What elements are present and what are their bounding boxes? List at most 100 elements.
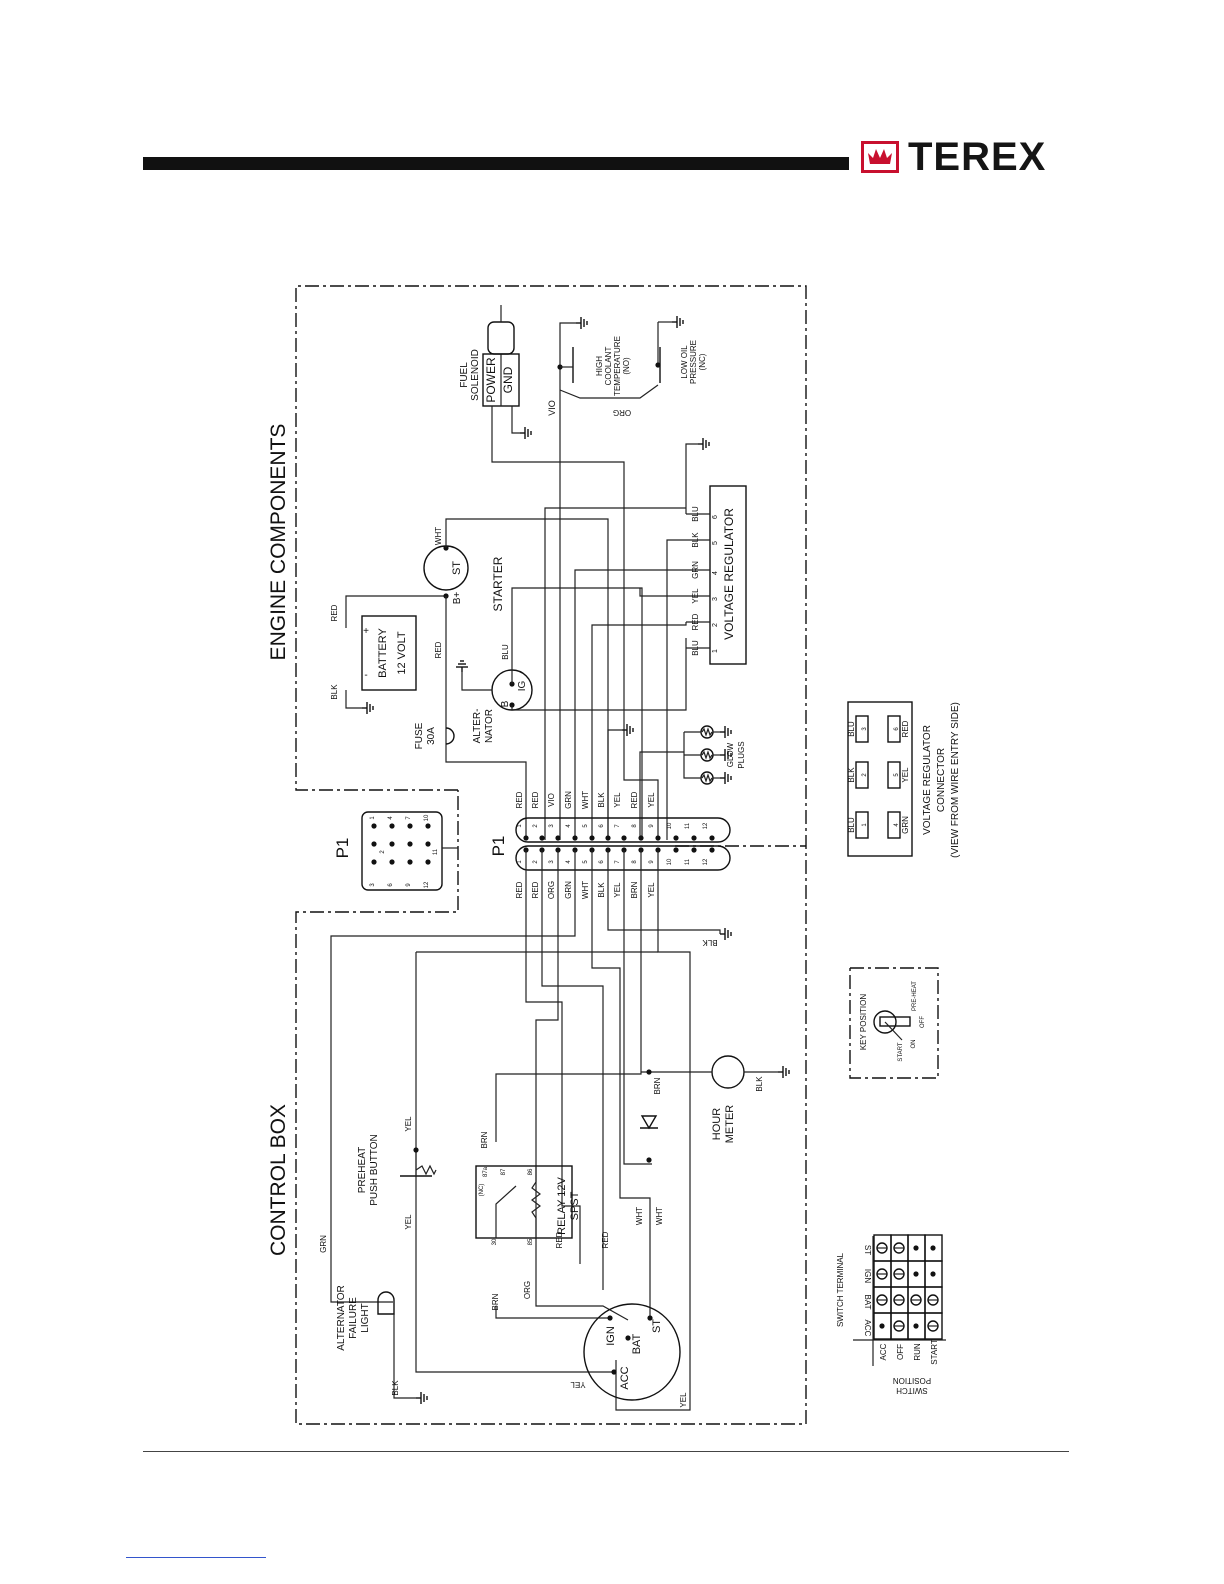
- starter-label: STARTER: [491, 556, 505, 611]
- p1-control-wire-color: BLK: [597, 882, 606, 898]
- battery-minus: -: [364, 670, 367, 681]
- vr-connector-cell: [887, 761, 901, 789]
- relay-terminal-nc: (NC): [479, 1184, 485, 1197]
- ground-icon: [720, 928, 732, 940]
- wire-yel-ctrl: [623, 850, 652, 1165]
- vr-connector-cell-color: BLU: [847, 721, 856, 737]
- switch-table-row-label: RUN: [913, 1343, 922, 1361]
- ground-icon: [456, 660, 468, 672]
- p1-pin-number: 8: [632, 824, 638, 828]
- battery-plus: +: [363, 626, 369, 637]
- fuse-label: 30A: [426, 727, 437, 745]
- vr-terminal-color: BLU: [691, 640, 700, 656]
- junction-dot: [655, 362, 661, 368]
- p1-face-pin: [389, 859, 395, 865]
- switch-table-dot: [930, 1245, 936, 1251]
- vr-connector-cell-color: GRN: [901, 816, 910, 834]
- p1-face-pin-number: 2: [380, 850, 386, 854]
- wire-vr-6: [544, 507, 686, 840]
- vr-connector-cell-number: 5: [894, 773, 900, 777]
- p1-connector-control-half: [515, 845, 731, 871]
- switch-table-cell: [924, 1234, 943, 1262]
- switch-table-title: SWITCH TERMINAL: [836, 1252, 845, 1327]
- alternator-ig: IG: [517, 681, 528, 692]
- switch-table-column: ACC: [863, 1320, 872, 1337]
- battery-label: BATTERY: [377, 627, 389, 677]
- p1-connector-engine-half: [515, 817, 731, 843]
- vr-terminal-color: BLU: [691, 506, 700, 522]
- vr-connector-cell: [855, 761, 869, 789]
- wire-battery-pos: [345, 595, 446, 628]
- alternator-b: B: [500, 700, 511, 707]
- ground-icon: [778, 1066, 790, 1078]
- alt-light-label: LIGHT: [360, 1303, 371, 1332]
- p1-engine-wire-color: YEL: [613, 792, 622, 808]
- p1-face-pin: [425, 859, 431, 865]
- relay-label: SPST: [569, 1191, 581, 1220]
- hour-meter-label: HOUR: [711, 1108, 723, 1140]
- glow-label: GLOW: [726, 742, 735, 767]
- vr-terminal-number: 6: [712, 515, 719, 519]
- p1-pin-number: 1: [517, 860, 523, 864]
- p1-pin: [523, 835, 529, 841]
- wire-label-brn: BRN: [491, 1293, 500, 1310]
- p1-face-pin: [371, 823, 377, 829]
- footer-rule: [143, 1451, 1069, 1452]
- alternator-label: NATOR: [484, 709, 495, 743]
- p1-face-pin-number: 3: [370, 883, 376, 887]
- wire-label-blk: BLK: [755, 1076, 764, 1092]
- wire-label-red: RED: [330, 604, 339, 621]
- switch-table-column: ST: [863, 1245, 872, 1255]
- wire-org: [535, 850, 629, 1321]
- p1-pin: [539, 835, 545, 841]
- key-position-border: [849, 967, 939, 1079]
- wire-label-wht: WHT: [655, 1207, 664, 1225]
- p1-pin-number: 12: [703, 822, 709, 829]
- p1-face-pin: [371, 859, 377, 865]
- wire-alt-ig: [511, 587, 643, 840]
- wire-label-blk: BLK: [702, 938, 718, 947]
- section-title-engine: ENGINE COMPONENTS: [267, 424, 290, 661]
- p1-pin-number: 5: [583, 860, 589, 864]
- p1-pin: [605, 835, 611, 841]
- ground-icon: [362, 702, 374, 714]
- p1-pin: [709, 835, 715, 841]
- wire-vr-2: [591, 622, 687, 840]
- switch-table-row-label: ACC: [879, 1343, 888, 1360]
- relay-coil: [531, 1166, 541, 1238]
- p1-pin-number: 4: [566, 860, 572, 864]
- wire-yel-3: [415, 952, 614, 1373]
- relay-terminal-86: 86: [528, 1168, 534, 1175]
- footer-link-underline: [126, 1557, 266, 1558]
- wire-wht: [591, 850, 651, 1318]
- key-switch-acc: ACC: [619, 1366, 631, 1389]
- vr-connector-cell-number: 4: [894, 823, 900, 827]
- wire-label-yel: YEL: [679, 1392, 688, 1408]
- vr-terminal-color: GRN: [691, 561, 700, 579]
- p1-pin-number: 5: [583, 824, 589, 828]
- p1-pin-number: 4: [566, 824, 572, 828]
- wire-label-blu: BLU: [501, 644, 510, 660]
- p1-pin: [673, 847, 679, 853]
- hour-meter-circle: [711, 1055, 745, 1089]
- fuel-solenoid-plunger: [487, 321, 515, 355]
- fuel-solenoid-power: POWER: [484, 357, 498, 403]
- p1-control-wire-color: RED: [515, 881, 524, 898]
- p1-connector-title: P1: [489, 836, 508, 857]
- p1-pin-number: 11: [685, 858, 691, 865]
- voltage-regulator-body: [709, 485, 747, 665]
- fuse-label: FUSE: [414, 722, 425, 749]
- p1-face-pin: [425, 823, 431, 829]
- coolant-label: HIGH: [595, 356, 604, 376]
- p1-face-pin-number: 4: [388, 816, 394, 820]
- wire-yel-2: [615, 850, 691, 1411]
- switch-table-row-label: OFF: [896, 1344, 905, 1360]
- p1-pin: [655, 835, 661, 841]
- terminal-dot: [625, 1335, 631, 1341]
- key-position-title: KEY POSITION: [859, 994, 868, 1051]
- fuel-solenoid-gnd: GND: [501, 366, 515, 393]
- key-position-on: ON: [911, 1040, 917, 1049]
- ground-icon: [622, 724, 634, 736]
